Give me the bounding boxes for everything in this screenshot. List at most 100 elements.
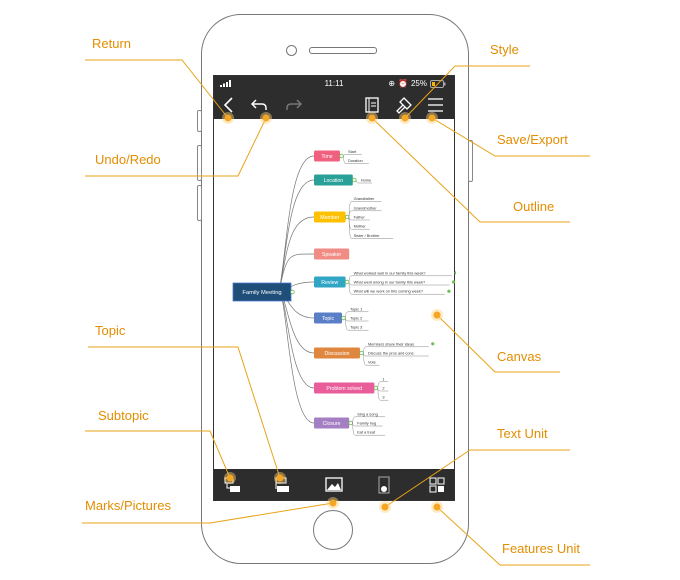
subtopic-label: What will we work on this coming week?: [354, 289, 424, 294]
branch-connector: [278, 291, 315, 389]
callout-style: Style: [490, 42, 519, 57]
subtopic-label: Home: [361, 178, 371, 183]
battery-percent: 25%: [410, 79, 427, 88]
subtopic-label: What worked well in our family this week…: [354, 270, 427, 275]
back-icon[interactable]: [219, 95, 239, 115]
subtopic-label: 3: [382, 395, 384, 400]
collapse-toggle: [352, 177, 357, 183]
subtopic-label: Members share their ideas: [368, 341, 414, 346]
subtopic-label: Grandmother: [354, 205, 378, 210]
volume-down-button: [197, 185, 202, 221]
subtopic-connector: [351, 416, 386, 424]
undo-icon[interactable]: [249, 95, 269, 115]
subtopic-icon[interactable]: [272, 475, 292, 495]
central-topic-label: Family Meeting: [242, 290, 281, 296]
callout-subtopic: Subtopic: [98, 408, 149, 423]
collapse-toggle: [373, 385, 379, 391]
branch-connector: [278, 253, 315, 293]
subtopic-connector: [348, 281, 445, 295]
branch-connector: [278, 179, 315, 293]
subtopic-connector: [362, 352, 380, 366]
battery-icon: [430, 79, 446, 88]
menu-icon[interactable]: [425, 95, 445, 115]
branch-node: [314, 174, 353, 186]
branch-connector: [278, 216, 315, 293]
marker-icon: [447, 289, 451, 293]
marker-icon: [431, 342, 435, 346]
branch-node: [314, 382, 375, 394]
subtopic-connector: [355, 179, 373, 184]
branch-connector: [278, 155, 315, 293]
topic-icon[interactable]: [222, 475, 242, 495]
power-button: [468, 140, 473, 182]
subtopic-connector: [348, 216, 394, 239]
subtopic-connector: [348, 275, 452, 283]
style-brush-icon[interactable]: [394, 95, 414, 115]
collapse-toggle: [359, 350, 364, 356]
subtopic-connector: [351, 422, 386, 436]
subtopic-connector: [342, 154, 362, 157]
subtopic-label: What went wrong in our family this week?: [354, 280, 426, 285]
callout-features-unit: Features Unit: [502, 541, 581, 556]
marker-icon: [454, 271, 458, 275]
subtopic-label: Vote: [368, 360, 376, 365]
collapse-toggle: [290, 289, 295, 295]
text-unit-icon[interactable]: [374, 475, 394, 495]
subtopic-connector: [377, 387, 389, 401]
home-button[interactable]: [313, 510, 353, 550]
callout-text-unit: Text Unit: [497, 426, 548, 441]
callout-outline: Outline: [513, 199, 555, 214]
alarm-icon: ⏰: [398, 79, 408, 88]
subtopic-label: Sister / Brother: [354, 233, 381, 238]
branch-label: Discussion: [324, 351, 349, 357]
status-bar: 11:11 ⊕ ⏰ 25%: [214, 76, 454, 91]
subtopic-connector: [344, 317, 369, 331]
subtopic-label: Sing a song: [357, 411, 378, 416]
subtopic-connector: [362, 346, 429, 354]
marker-icon: [452, 280, 456, 284]
subtopic-label: Topic 1: [350, 306, 362, 311]
bottom-toolbar: [214, 469, 454, 500]
mute-switch: [197, 110, 202, 132]
earpiece-speaker: [309, 47, 377, 54]
subtopic-label: Eat a treat: [357, 430, 376, 435]
branch-label: Time: [321, 154, 332, 160]
subtopic-connector: [342, 155, 369, 164]
callout-undo-redo: Undo/Redo: [95, 152, 161, 167]
features-icon[interactable]: [427, 475, 447, 495]
branch-label: Review: [321, 280, 338, 286]
branch-label: Member: [320, 215, 339, 221]
branch-label: Topic: [322, 316, 335, 322]
subtopic-label: Topic 2: [350, 316, 362, 321]
callout-marks-pictures: Marks/Pictures: [85, 498, 171, 513]
branch-label: Location: [324, 178, 344, 184]
branch-node: [314, 150, 340, 162]
branch-node: [314, 248, 350, 260]
subtopic-label: 1: [382, 376, 384, 381]
outline-icon[interactable]: [362, 95, 382, 115]
redo-icon[interactable]: [284, 95, 304, 115]
subtopic-label: Start: [348, 149, 357, 154]
volume-up-button: [197, 145, 202, 181]
callout-save-export: Save/Export: [497, 132, 568, 147]
subtopic-label: 2: [382, 386, 384, 391]
branch-node: [314, 347, 360, 359]
collapse-toggle: [344, 279, 350, 285]
subtopic-label: Family hug: [357, 421, 376, 426]
callout-canvas: Canvas: [497, 349, 542, 364]
branch-node: [314, 276, 346, 288]
picture-icon[interactable]: [324, 475, 344, 495]
subtopic-label: Topic 3: [350, 325, 362, 330]
status-time: 11:11: [324, 79, 344, 88]
collapse-toggle: [341, 315, 346, 321]
subtopic-label: Grandfather: [354, 196, 375, 201]
branch-label: Problem solved: [326, 386, 362, 392]
subtopic-label: Mother: [354, 224, 367, 229]
branch-node: [314, 417, 350, 429]
callout-topic: Topic: [95, 323, 126, 338]
subtopic-connector: [377, 381, 389, 389]
subtopic-label: Discuss the pros and cons: [368, 351, 414, 356]
